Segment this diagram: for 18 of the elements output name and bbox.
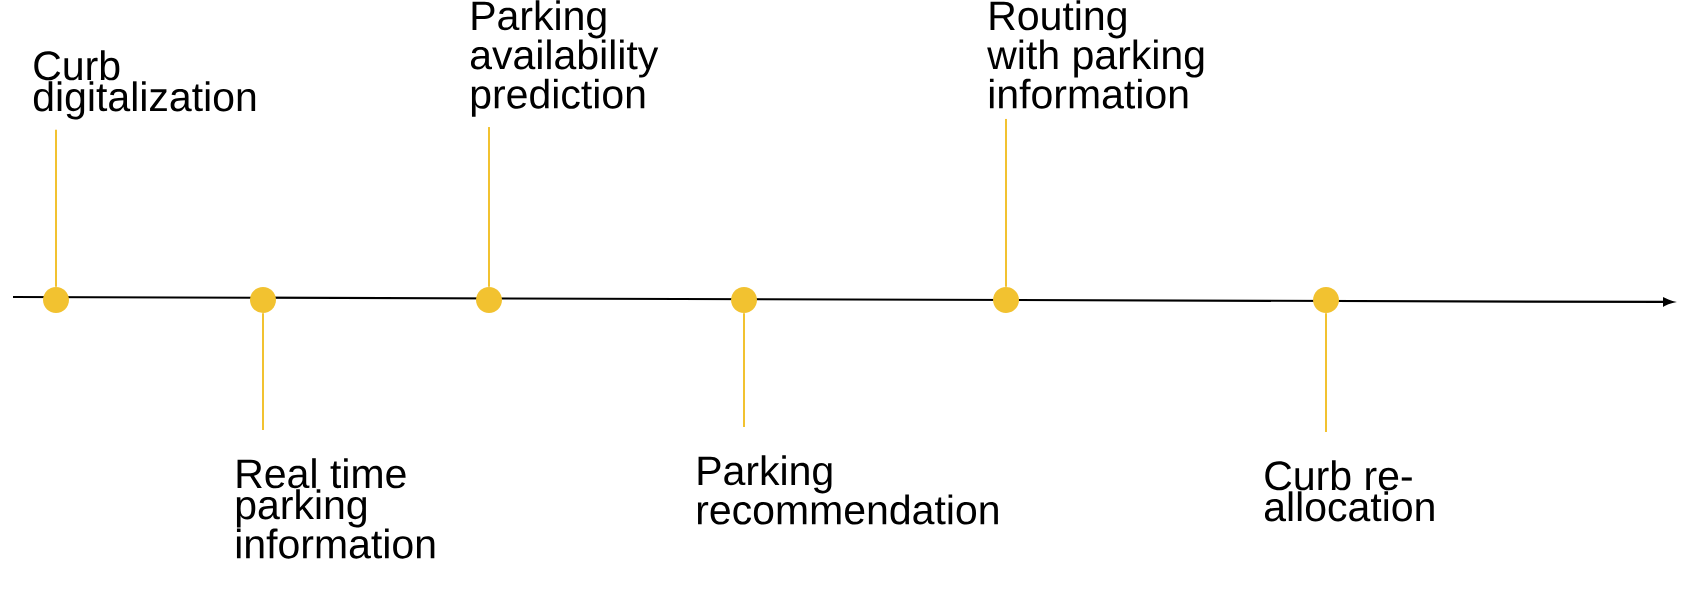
event-label: Routing with parking information: [987, 0, 1204, 109]
leader-line: [488, 126, 490, 288]
leader-line: [743, 312, 745, 428]
milestone-dot: [993, 287, 1019, 313]
milestone-dot: [43, 287, 69, 313]
milestone-dot: [476, 287, 502, 313]
event-label: Parking recommendation: [697, 455, 998, 525]
event-label: Real time parking information: [236, 458, 435, 559]
leader-line: [1005, 117, 1007, 288]
event-label: Parking availability prediction: [470, 0, 659, 117]
leader-line: [1325, 312, 1327, 433]
event-label: Curb re-allocation: [1264, 460, 1434, 522]
milestone-dot: [250, 287, 276, 313]
event-label: Curb digitalization: [33, 50, 256, 120]
milestone-dot: [1313, 287, 1339, 313]
leader-line: [262, 312, 264, 431]
leader-line: [55, 128, 57, 288]
milestone-dot: [731, 287, 757, 313]
